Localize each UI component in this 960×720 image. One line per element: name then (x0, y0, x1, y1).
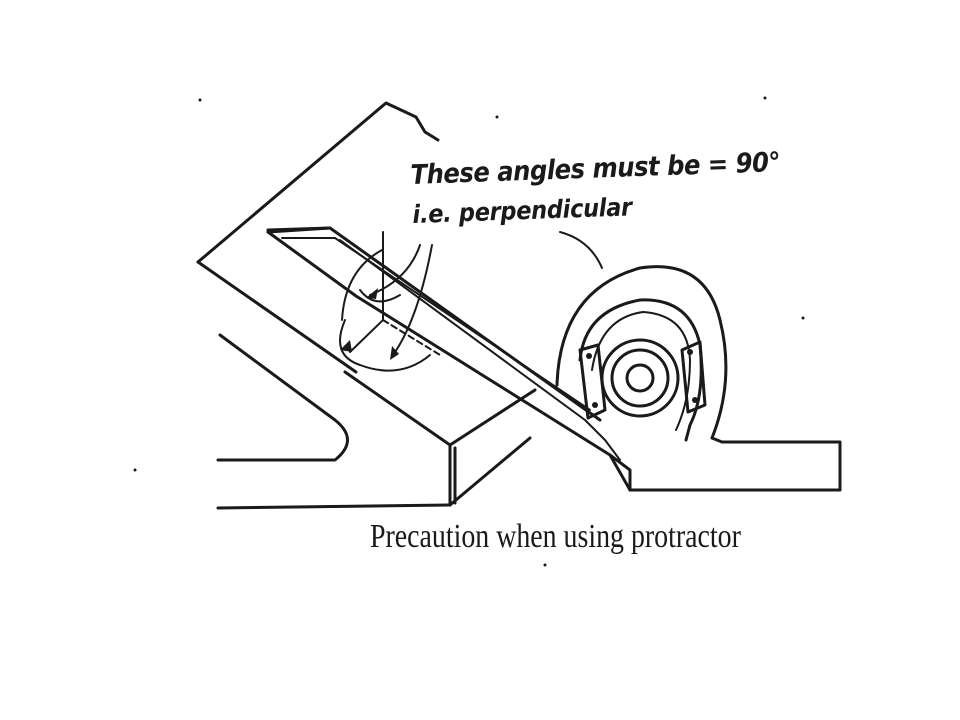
workpiece-upper-edge (196, 101, 440, 264)
base-notch (216, 333, 349, 462)
protractor-blade-inner (281, 237, 591, 411)
protractor-dial-inner-ring (578, 298, 703, 442)
speck (198, 98, 202, 102)
speck (801, 316, 805, 320)
clamp-plate-right (680, 340, 707, 414)
arrowhead-icon (340, 340, 352, 352)
screw-icon (692, 397, 698, 403)
protractor-blade-edge (339, 239, 621, 461)
protractor-blade-top (266, 226, 602, 422)
protractor-dial-ring2 (591, 311, 691, 431)
workpiece-lower-edge (196, 260, 358, 374)
angle-arc-left (341, 249, 383, 321)
protractor-hub-mid (610, 348, 670, 408)
protractor-stock (628, 436, 842, 492)
leader-line-2 (392, 244, 433, 356)
protractor-stock-left (608, 453, 632, 492)
speck (543, 563, 547, 567)
speck (763, 96, 767, 100)
protractor-hub-inner (625, 363, 655, 393)
base-bottom-edge (216, 503, 452, 510)
screw-icon (586, 353, 592, 359)
screw-icon (592, 402, 598, 408)
figure-caption: Precaution when using protractor (370, 518, 741, 555)
leader-line-dial (559, 231, 603, 269)
clamp-plate-left (578, 343, 607, 420)
screw-icon (687, 349, 693, 355)
arrowhead-icon (390, 346, 399, 360)
arrowhead-icon (366, 288, 378, 299)
speck (133, 468, 137, 472)
angle-arc-lower (339, 319, 431, 372)
base-block-side (448, 436, 532, 507)
protractor-dial-outer (555, 265, 728, 440)
angle-arc-upper (359, 289, 401, 303)
base-block-top (343, 370, 537, 447)
perpendicular-mark-horizontal (382, 319, 441, 356)
speck (495, 115, 499, 119)
